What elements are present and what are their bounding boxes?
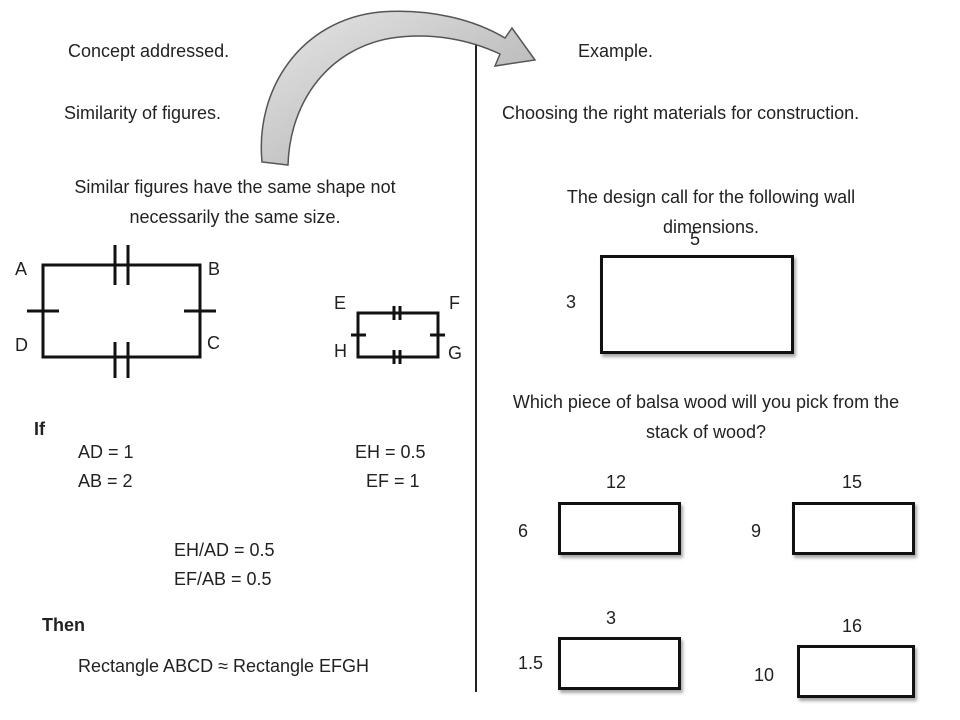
ratio-ef-ab: EF/AB = 0.5 [174, 569, 272, 589]
wood-option-1[interactable] [558, 502, 681, 555]
example-heading: Example. [578, 41, 654, 61]
then-label: Then [42, 615, 85, 635]
wall-rectangle [600, 255, 794, 354]
option-4-width: 16 [842, 616, 863, 636]
label-e: E [334, 293, 347, 313]
eh-value: EH = 0.5 [355, 442, 426, 462]
concept-heading: Concept addressed. [68, 41, 230, 61]
option-1-height: 6 [518, 521, 529, 541]
concept-topic: Similarity of figures. [64, 103, 222, 123]
ab-value: AB = 2 [78, 471, 133, 491]
label-h: H [334, 341, 347, 361]
option-3-height: 1.5 [518, 653, 544, 673]
label-f: F [449, 293, 460, 313]
label-a: A [15, 259, 28, 279]
label-c: C [207, 333, 220, 353]
question-text: Which piece of balsa wood will you pick … [512, 392, 900, 442]
ratio-eh-ad: EH/AD = 0.5 [174, 540, 275, 560]
ad-value: AD = 1 [78, 442, 134, 462]
option-2-width: 15 [842, 472, 863, 492]
example-topic: Choosing the right materials for constru… [502, 103, 860, 123]
wood-option-4[interactable] [797, 645, 915, 698]
wood-option-3[interactable] [558, 637, 681, 690]
option-2-height: 9 [751, 521, 762, 541]
label-b: B [208, 259, 221, 279]
wall-width-label: 5 [690, 229, 701, 249]
option-1-width: 12 [606, 472, 627, 492]
ef-value: EF = 1 [366, 471, 420, 491]
wall-height-label: 3 [566, 292, 577, 312]
conclusion-text: Rectangle ABCD ≈ Rectangle EFGH [78, 656, 370, 676]
label-d: D [15, 335, 28, 355]
option-3-width: 3 [606, 608, 617, 628]
option-4-height: 10 [754, 665, 775, 685]
wood-option-2[interactable] [792, 502, 915, 555]
design-text: The design call for the following wall d… [566, 187, 856, 237]
if-label: If [34, 419, 45, 439]
label-g: G [448, 343, 463, 363]
definition-text: Similar figures have the same shape not … [74, 177, 396, 227]
curved-arrow-icon [260, 10, 537, 166]
